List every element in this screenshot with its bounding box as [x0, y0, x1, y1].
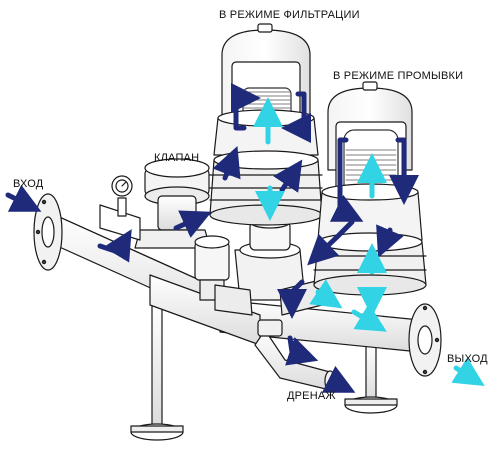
inflow-arrow-icon	[273, 159, 303, 193]
pressure-gauge-icon	[111, 175, 133, 197]
inflow-arrow-icon	[277, 279, 307, 319]
inflow-arrow-icon	[376, 224, 404, 258]
solenoid-block	[194, 235, 230, 301]
clean-flow-arrow-icon	[451, 357, 485, 386]
inflow-arrow-icon	[329, 137, 364, 222]
clean-flow-arrow-icon	[351, 303, 387, 332]
inflow-arrow-icon	[5, 184, 42, 212]
inflow-arrow-icon	[285, 335, 319, 366]
label-inlet: ВХОД	[13, 178, 44, 190]
label-outlet: ВЫХОД	[447, 353, 488, 365]
label-flush-mode: В РЕЖИМЕ ПРОМЫВКИ	[333, 70, 464, 82]
label-drain: ДРЕНАЖ	[287, 390, 336, 402]
clean-flow-arrow-icon	[309, 279, 343, 309]
inflow-arrow-icon	[389, 137, 419, 205]
control-valve	[99, 158, 211, 249]
inflow-arrow-icon	[307, 219, 355, 266]
inflow-arrow-icon	[173, 210, 212, 238]
inflow-arrow-icon	[231, 83, 261, 131]
outlet-manifold	[149, 274, 442, 377]
inflow-arrow-icon	[97, 229, 132, 263]
support-leg-left	[130, 299, 184, 441]
central-connector	[214, 215, 323, 316]
inflow-arrow-icon	[212, 146, 241, 181]
inflow-arrow-icon	[321, 365, 356, 393]
support-leg-right	[344, 344, 398, 414]
label-valve: КЛАПАН	[154, 152, 200, 164]
label-filtration-mode: В РЕЖИМЕ ФИЛЬТРАЦИИ	[219, 9, 360, 21]
inflow-arrow-icon	[281, 91, 311, 143]
